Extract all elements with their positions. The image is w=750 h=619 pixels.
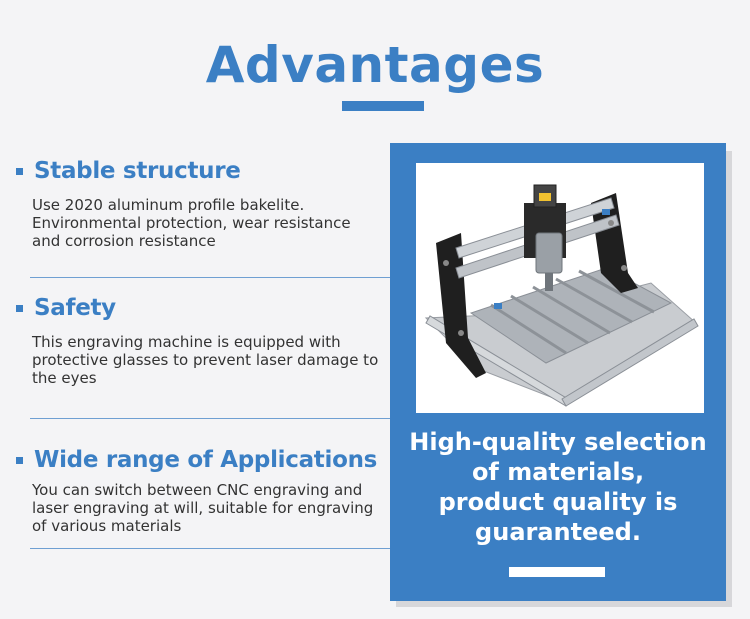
divider <box>30 418 390 419</box>
description-line: This engraving machine is equipped with <box>32 333 341 351</box>
description-line: and corrosion resistance <box>32 232 216 250</box>
bullet-icon <box>16 456 23 464</box>
feature-header: Wide range of Applications <box>16 447 390 473</box>
feature-header: Safety <box>16 295 390 321</box>
feature-description: Use 2020 aluminum profile bakelite. Envi… <box>32 196 390 250</box>
feature-wide-range: Wide range of Applications You can switc… <box>16 447 390 535</box>
description-line: protective glasses to prevent laser dama… <box>32 351 379 369</box>
caption-line: product quality is <box>438 488 678 516</box>
feature-title: Stable structure <box>34 158 241 184</box>
panel-accent-bar <box>509 567 605 577</box>
description-line: the eyes <box>32 369 97 387</box>
title-underline <box>342 101 424 111</box>
cnc-engraving-machine-image <box>416 163 704 413</box>
feature-header: Stable structure <box>16 158 390 184</box>
description-line: of various materials <box>32 517 182 535</box>
feature-description: This engraving machine is equipped with … <box>32 333 390 387</box>
page-title: Advantages <box>205 36 545 94</box>
caption-line: guaranteed. <box>475 518 641 546</box>
caption-line: of materials, <box>471 458 645 486</box>
feature-safety: Safety This engraving machine is equippe… <box>16 295 390 387</box>
description-line: Environmental protection, wear resistanc… <box>32 214 351 232</box>
product-panel: High-quality selection of materials, pro… <box>390 143 726 601</box>
description-line: You can switch between CNC engraving and <box>32 481 363 499</box>
bullet-icon <box>16 304 23 312</box>
description-line: Use 2020 aluminum profile bakelite. <box>32 196 305 214</box>
feature-description: You can switch between CNC engraving and… <box>32 481 390 535</box>
panel-caption: High-quality selection of materials, pro… <box>390 427 726 547</box>
cnc-machine-illustration <box>424 184 699 407</box>
bullet-icon <box>16 167 23 175</box>
caption-line: High-quality selection <box>409 428 707 456</box>
feature-title: Safety <box>34 295 116 321</box>
description-line: laser engraving at will, suitable for en… <box>32 499 374 517</box>
feature-stable-structure: Stable structure Use 2020 aluminum profi… <box>16 158 390 250</box>
divider <box>30 548 390 549</box>
divider <box>30 277 390 278</box>
feature-title: Wide range of Applications <box>34 447 378 473</box>
